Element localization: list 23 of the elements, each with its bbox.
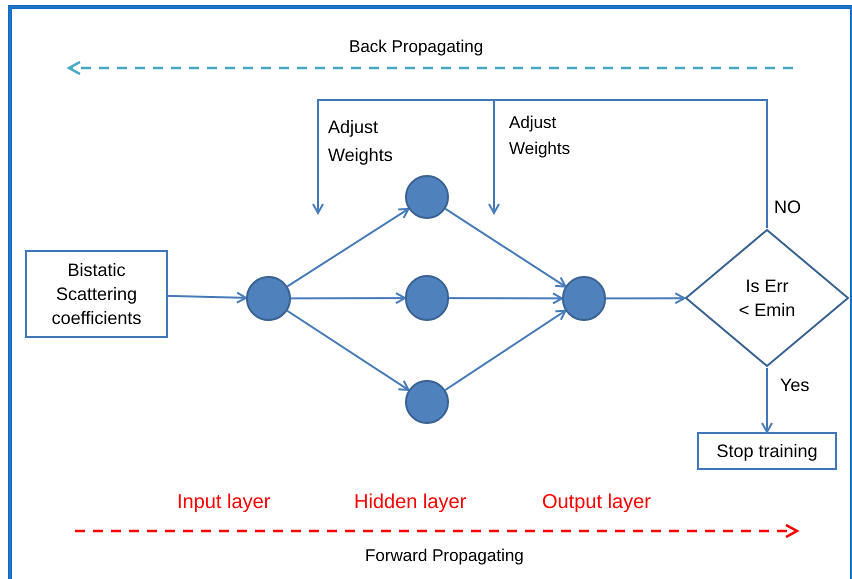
annotation-text: Adjust Weights [509,112,572,160]
layer-label: Hidden layer [354,490,468,515]
arrow [761,368,773,433]
annotation-text: Adjust Weights [328,116,394,167]
arrow [606,292,686,304]
arrow [444,310,567,391]
node-text: Stop training [716,440,818,463]
arrow [488,99,768,228]
arrow [444,208,566,288]
direction-label: Back Propagating [349,36,484,58]
arrow [449,292,563,304]
arrow [291,292,406,304]
node-text: Is Err < Emin [738,275,796,322]
arrow [286,208,410,288]
layer-label: Input layer [177,490,272,515]
arrow [286,310,410,391]
layer-label: Output layer [542,490,652,515]
node-text: Bistatic Scattering coefficients [50,259,142,330]
decision-diamond [684,228,850,368]
process-box [697,432,837,470]
process-box [25,250,168,338]
arrow [168,292,247,304]
direction-label: Forward Propagating [365,545,525,567]
